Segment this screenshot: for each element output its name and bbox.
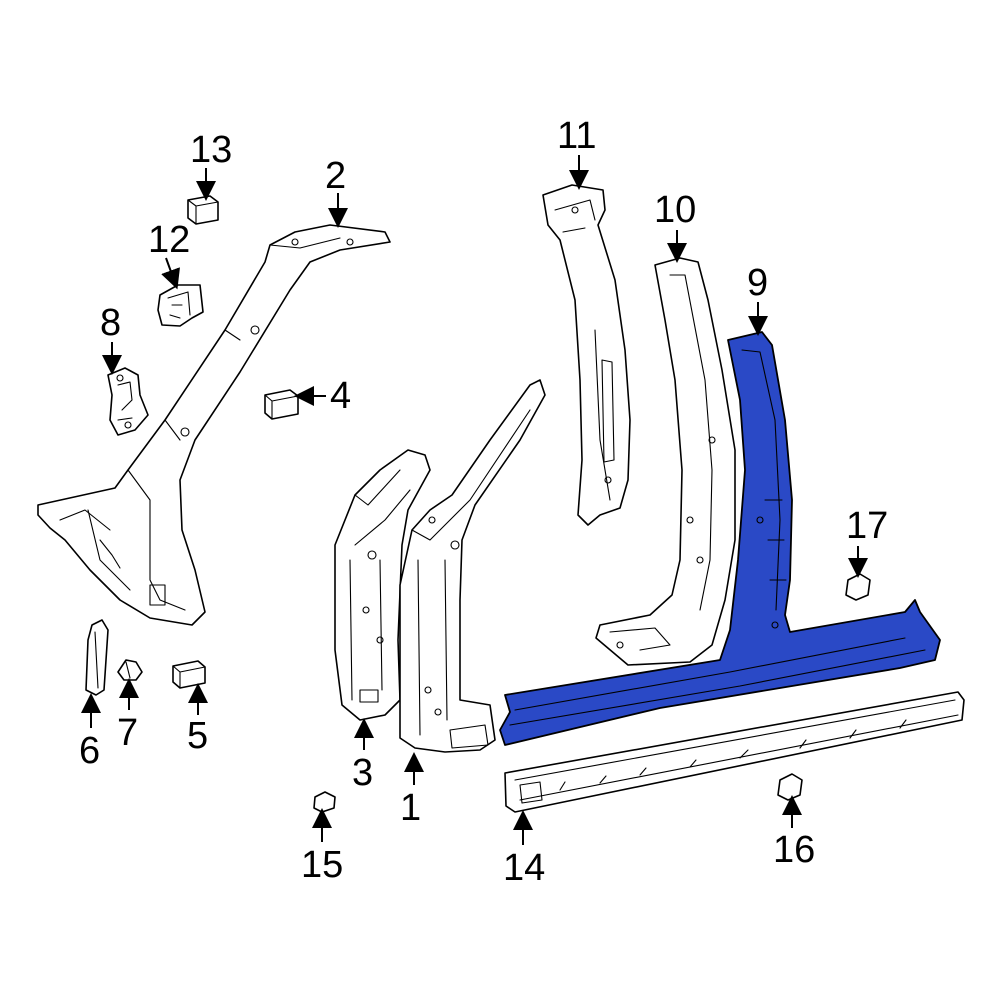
- callout-12: 12: [148, 219, 190, 290]
- part-11-inner-b-pillar[interactable]: [542, 184, 631, 526]
- callout-label-9: 9: [747, 262, 768, 304]
- callout-17: 17: [846, 505, 888, 578]
- part-9-highlighted-pillar-rocker[interactable]: [499, 331, 941, 746]
- part-1-lower-pillar[interactable]: [399, 379, 546, 753]
- part-14-rocker-molding[interactable]: [504, 691, 965, 813]
- callout-label-8: 8: [100, 302, 121, 344]
- part-5-block[interactable]: [172, 660, 206, 689]
- callout-6: 6: [79, 693, 101, 772]
- callout-8: 8: [100, 302, 122, 375]
- part-15-clip[interactable]: [313, 791, 336, 813]
- callout-16: 16: [773, 795, 815, 871]
- part-4-block[interactable]: [264, 389, 299, 420]
- part-13-block[interactable]: [187, 195, 219, 225]
- callout-label-13: 13: [190, 129, 232, 171]
- callout-label-17: 17: [846, 505, 888, 547]
- callout-15: 15: [301, 808, 343, 886]
- callout-7: 7: [117, 678, 139, 754]
- callout-label-2: 2: [325, 155, 346, 197]
- part-16-clip[interactable]: [777, 773, 803, 801]
- callout-label-14: 14: [503, 847, 545, 889]
- callout-13: 13: [190, 129, 232, 201]
- callout-11: 11: [557, 115, 596, 190]
- callout-3: 3: [352, 718, 374, 794]
- part-6-strip[interactable]: [85, 619, 109, 696]
- callout-label-3: 3: [352, 752, 373, 794]
- callout-label-16: 16: [773, 829, 815, 871]
- callout-label-4: 4: [330, 375, 351, 417]
- callout-label-6: 6: [79, 730, 100, 772]
- callout-label-5: 5: [187, 715, 208, 757]
- part-3-inner-pillar[interactable]: [334, 449, 431, 721]
- callout-label-11: 11: [557, 115, 596, 157]
- callout-label-7: 7: [117, 712, 138, 754]
- callout-5: 5: [187, 683, 208, 757]
- part-10-b-pillar-reinforcement[interactable]: [595, 257, 736, 666]
- part-7-clip[interactable]: [117, 659, 143, 681]
- part-12-bracket[interactable]: [157, 284, 204, 327]
- callout-4: 4: [294, 375, 351, 417]
- callout-10: 10: [654, 189, 696, 263]
- part-2-front-pillar[interactable]: [37, 224, 391, 626]
- callout-9: 9: [747, 262, 768, 336]
- callout-label-12: 12: [148, 219, 190, 261]
- callout-2: 2: [325, 155, 348, 228]
- callout-1: 1: [400, 752, 424, 829]
- callout-label-10: 10: [654, 189, 696, 231]
- callout-14: 14: [503, 810, 545, 889]
- part-17-clip[interactable]: [845, 573, 871, 601]
- callout-label-15: 15: [301, 844, 343, 886]
- part-8-bracket[interactable]: [107, 367, 149, 436]
- callout-label-1: 1: [400, 787, 421, 829]
